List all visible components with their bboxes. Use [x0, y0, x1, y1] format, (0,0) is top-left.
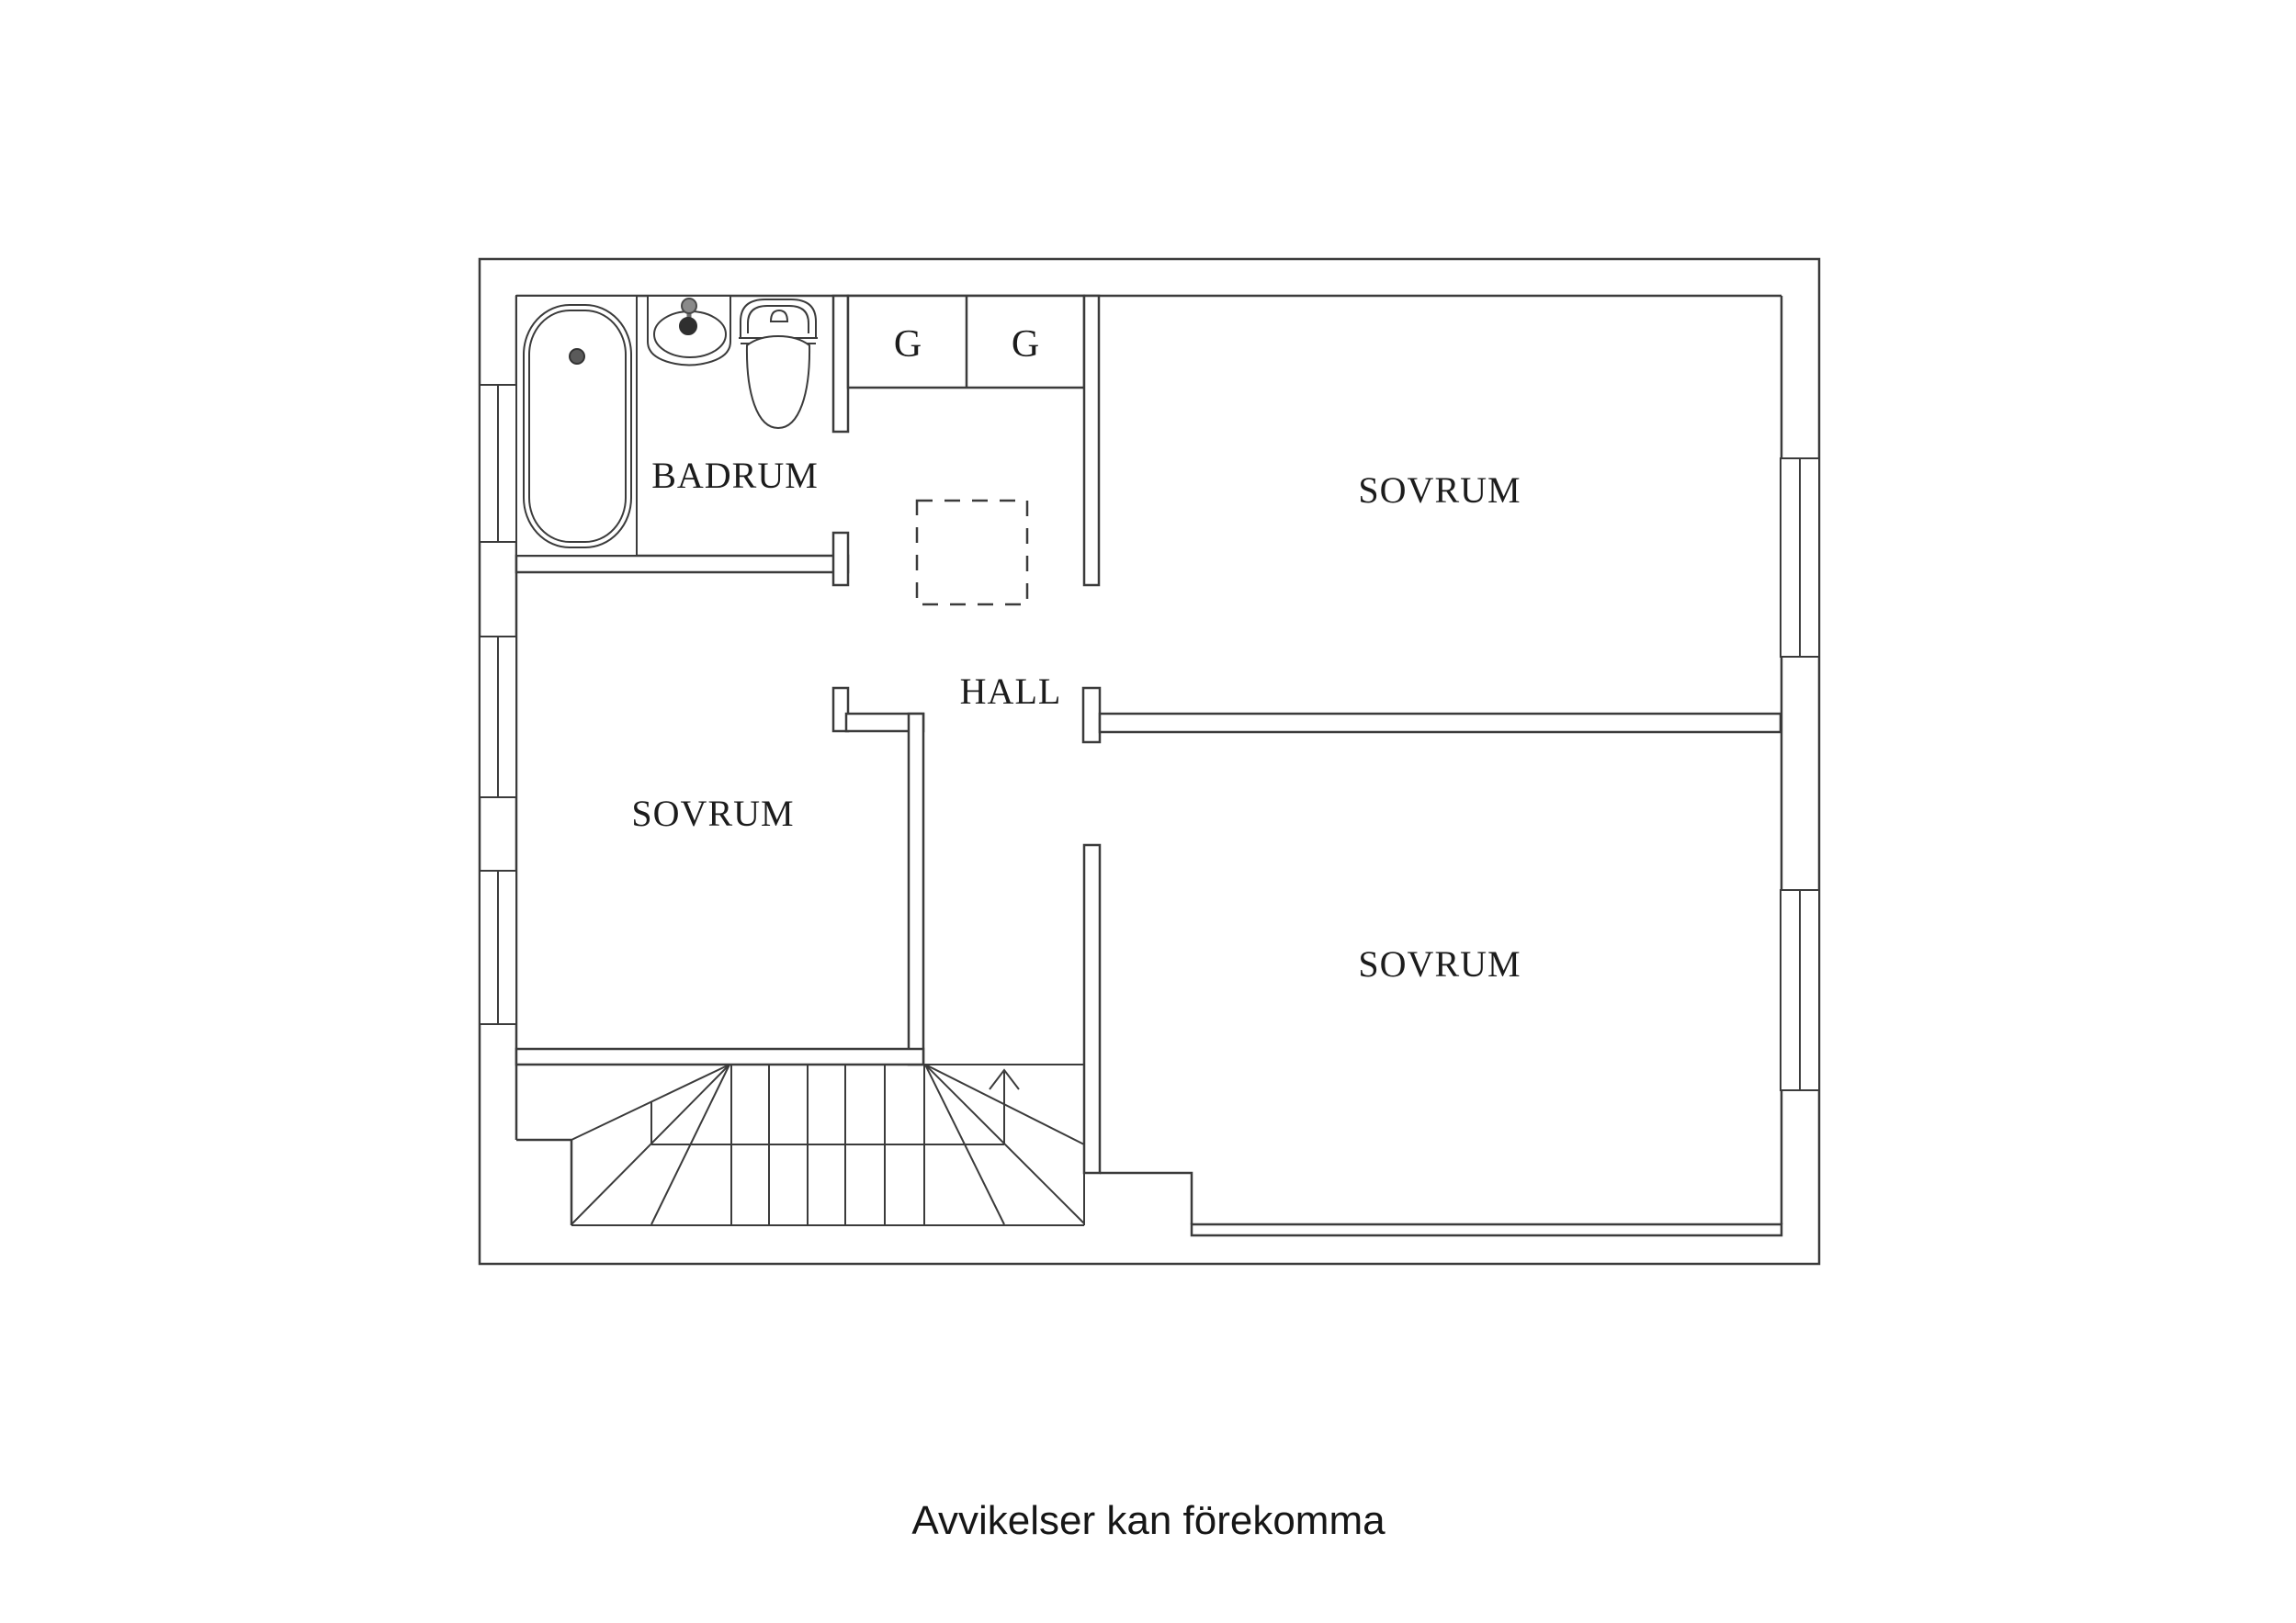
wall-pier [1081, 686, 1102, 744]
staircase [516, 1064, 1085, 1226]
wall-hall-bedroom [1082, 294, 1101, 587]
bathroom-fixtures [515, 295, 818, 557]
closets-box [846, 294, 1086, 389]
wall-bedroom-br-west [1082, 843, 1102, 1175]
window-icon [1780, 457, 1820, 658]
right-wall-windows [1780, 457, 1820, 1091]
window-icon [479, 636, 517, 798]
bedroom-top-right-label: SOVRUM [1358, 469, 1521, 511]
bathroom-label: BADRUM [651, 455, 819, 496]
window-icon [1780, 889, 1820, 1091]
disclaimer-caption: Avvikelser kan förekomma [911, 1498, 1386, 1543]
inner-wall-lines [515, 294, 1783, 1225]
wall-bedrooms-divider [1098, 712, 1782, 734]
sink-icon [647, 295, 731, 366]
bedroom-bottom-right-label: SOVRUM [1358, 943, 1521, 985]
wall-bedroom-br-notch [1100, 1171, 1193, 1224]
left-wall-windows [479, 384, 517, 1025]
window-icon [479, 384, 517, 543]
wall-bedroom-br-south [1190, 1223, 1783, 1237]
wall-bedroom-left-south [515, 1047, 925, 1066]
bathtub-icon [515, 295, 638, 557]
window-icon [479, 870, 517, 1025]
wall-pier [831, 686, 850, 733]
stairs-up-arrow-icon [989, 1068, 1020, 1144]
wall-pier [831, 531, 850, 587]
bedroom-left-label: SOVRUM [631, 793, 794, 834]
closet-left-label: G [894, 323, 922, 366]
room-labels: BADRUM G G SOVRUM SOVRUM SOVRUM HALL [631, 323, 1521, 985]
chimney-dashed-box [915, 499, 1029, 606]
hall-label: HALL [960, 671, 1062, 712]
wall-bathroom-south [515, 554, 850, 574]
toilet-icon [739, 299, 818, 430]
wall-bathroom-east [831, 294, 850, 434]
partition-walls [515, 294, 1783, 1237]
closet-right-label: G [1012, 323, 1039, 366]
wall-bedroom-left-east [907, 712, 925, 1066]
